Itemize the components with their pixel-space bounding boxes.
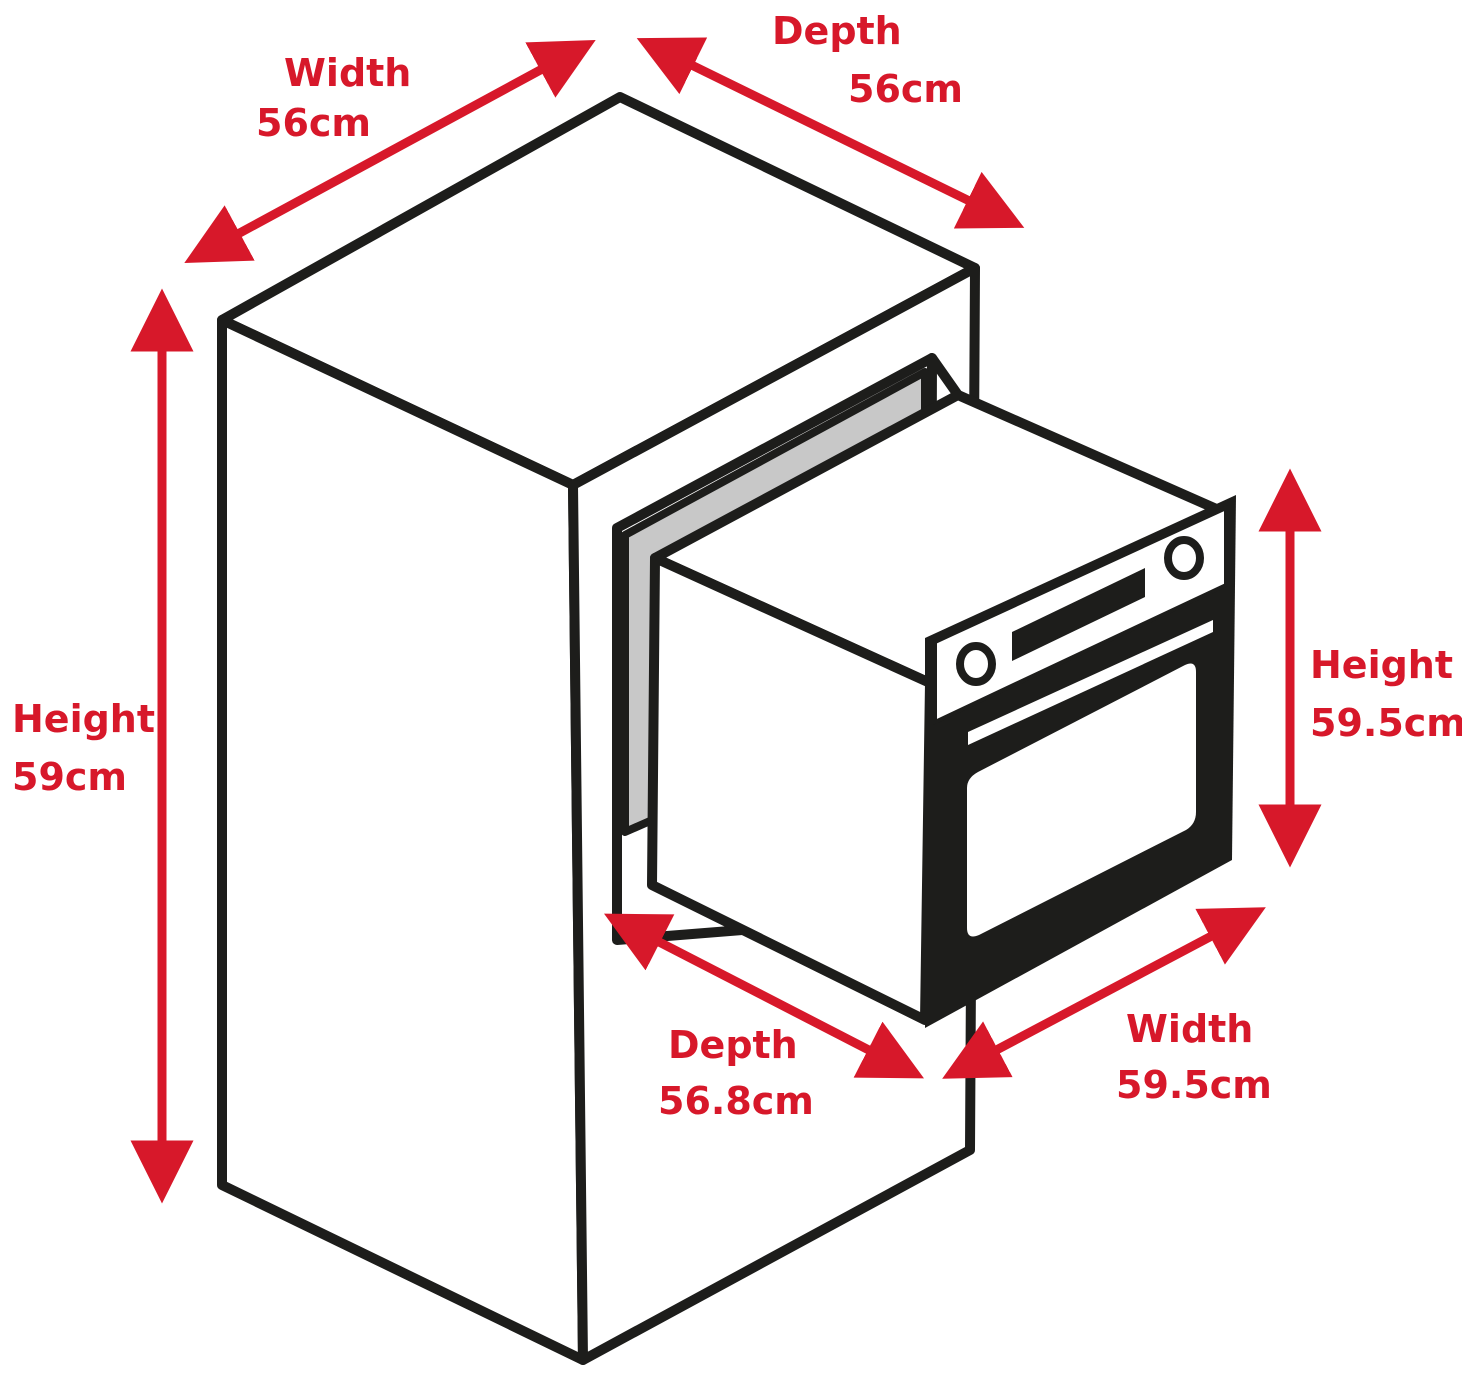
oven-width-label: Width [1126, 1007, 1253, 1051]
oven-width-arrow [942, 907, 1266, 1079]
oven-width-value: 59.5cm [1116, 1063, 1272, 1107]
oven-height-value: 59.5cm [1310, 701, 1462, 745]
oven-right-knob-icon [1164, 536, 1204, 580]
cabinet-height-label: Height [12, 697, 155, 741]
oven-door-window [967, 663, 1196, 937]
cabinet-depth-arrow [636, 37, 1025, 229]
cabinet-width-arrow [184, 39, 596, 264]
oven-depth-arrow [603, 913, 925, 1079]
oven-height-label: Height [1310, 643, 1453, 687]
cabinet-height-value: 59cm [12, 755, 127, 799]
oven-left-knob-icon [956, 642, 996, 686]
cabinet-width-label: Width [284, 51, 411, 95]
oven-depth-label: Depth [668, 1023, 798, 1067]
oven-depth-value: 56.8cm [658, 1079, 814, 1123]
cabinet-depth-value: 56cm [848, 67, 963, 111]
oven [647, 390, 1236, 1028]
oven-display [1012, 568, 1145, 661]
cabinet-front-face [217, 315, 588, 1365]
cabinet-recess-edge [927, 353, 963, 400]
cabinet-depth-label: Depth [772, 9, 902, 53]
cabinet-width-value: 56cm [256, 101, 371, 145]
oven-door-handle [968, 620, 1213, 745]
